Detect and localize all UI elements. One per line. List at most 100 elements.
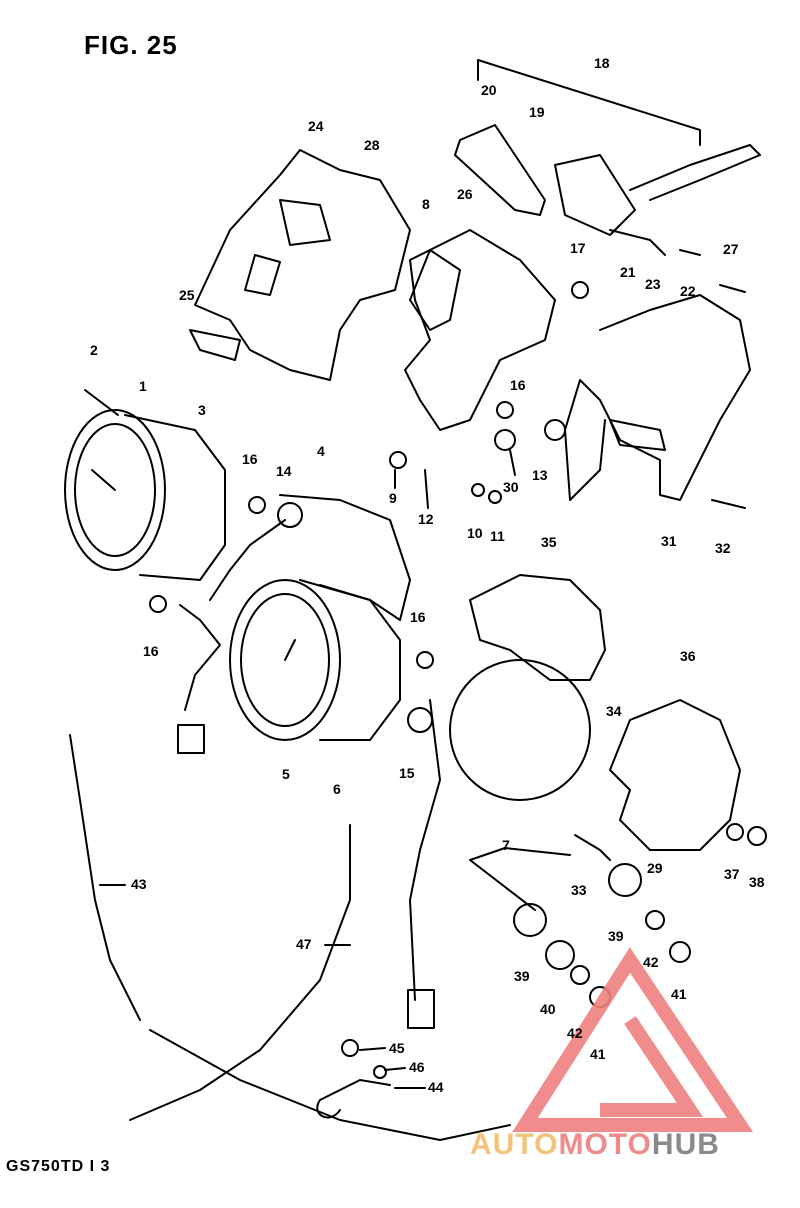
screw-22 [679,249,701,256]
label-11: 11 [490,528,505,544]
bracket-18-line [477,59,701,146]
plate-36 [609,699,741,851]
harness-box-20 [454,124,546,216]
label-28: 28 [364,137,380,153]
label-26: 26 [457,186,473,202]
label-42-b: 42 [567,1025,583,1041]
label-35: 35 [541,534,557,550]
nut-10 [471,483,485,497]
label-4: 4 [317,443,325,459]
label-23: 23 [645,276,661,292]
speedometer-needle [91,469,116,491]
label-46: 46 [409,1059,425,1075]
leader-7 [469,847,571,911]
label-15: 15 [399,765,415,781]
washer-40 [545,940,575,970]
label-30: 30 [503,479,519,495]
cable-clamp-44 [316,1079,391,1119]
socket-14 [277,502,303,528]
label-24: 24 [308,118,324,134]
grommet-30 [494,429,516,451]
leader-46 [384,1067,406,1071]
bulb-17 [571,281,589,299]
label-14: 14 [276,463,292,479]
watermark-logo [512,947,754,1132]
label-7: 7 [502,837,510,853]
tachometer-case-6 [299,579,401,741]
bolt-45 [341,1039,359,1057]
watermark-part-moto: MOTO [558,1128,652,1161]
label-18: 18 [594,55,610,71]
label-41-b: 41 [590,1046,606,1062]
bracket-23 [564,294,751,501]
meter-cover-window [279,199,331,246]
label-20: 20 [481,82,497,98]
label-40: 40 [540,1001,556,1017]
label-42-a: 42 [643,954,659,970]
label-16-a: 16 [242,451,258,467]
socket-15 [407,707,433,733]
tachometer-cable-47 [129,824,351,1121]
nut-41-a [669,941,691,963]
connector-5 [177,724,205,754]
speedometer-inner [74,423,156,557]
socket-wire-16 [179,604,221,711]
indicator-panel [609,419,666,451]
label-39-b: 39 [608,928,624,944]
bulb-16-c [416,651,434,669]
label-44: 44 [428,1079,444,1095]
label-3: 3 [198,402,206,418]
label-34: 34 [606,703,622,719]
leader-45 [359,1047,386,1051]
socket-13 [544,419,566,441]
indicator-plate-8 [409,249,461,331]
label-27: 27 [723,241,739,257]
label-39-a: 39 [514,968,530,984]
label-38: 38 [749,874,765,890]
connector-15 [407,989,435,1029]
washer-9 [389,451,407,469]
label-32: 32 [715,540,731,556]
washer-46 [373,1065,387,1079]
label-41-a: 41 [671,986,687,1002]
nut-38 [747,826,767,846]
label-16-b: 16 [143,643,159,659]
screw-32 [711,499,746,509]
label-22: 22 [680,283,696,299]
housing-4 [279,494,411,621]
washer-37 [726,823,744,841]
figure-title: FIG. 25 [84,30,178,60]
label-25: 25 [179,287,195,303]
grommet-39-a [513,903,547,937]
housing-7 [449,659,591,801]
label-33: 33 [571,882,587,898]
speedometer-face [64,409,166,571]
label-31: 31 [661,533,677,549]
speedometer-cable-43 [69,734,141,1021]
label-19: 19 [529,104,545,120]
meter-bracket-26 [404,229,556,431]
label-47: 47 [296,936,312,952]
cable-lower [149,1029,511,1141]
bulb-16-a [248,496,266,514]
model-code: GS750TD I 3 [6,1158,111,1175]
housing-35 [469,574,606,681]
watermark-text: AUTOMOTOHUB [470,1128,720,1162]
bulb-33 [574,834,611,861]
bulb-16-b [149,595,167,613]
nut-11 [488,490,502,504]
label-21: 21 [620,264,636,280]
label-13: 13 [532,467,548,483]
screw-27 [719,284,746,293]
meter-cover-upper [194,149,411,381]
label-10: 10 [467,525,483,541]
harness-connector-21 [554,154,636,236]
socket-wire-14 [209,519,286,601]
tachometer-needle [284,639,296,661]
label-43: 43 [131,876,147,892]
watermark-part-hub: HUB [651,1128,720,1161]
washer-42-b [570,965,590,985]
label-5: 5 [282,766,290,782]
label-12: 12 [418,511,434,527]
